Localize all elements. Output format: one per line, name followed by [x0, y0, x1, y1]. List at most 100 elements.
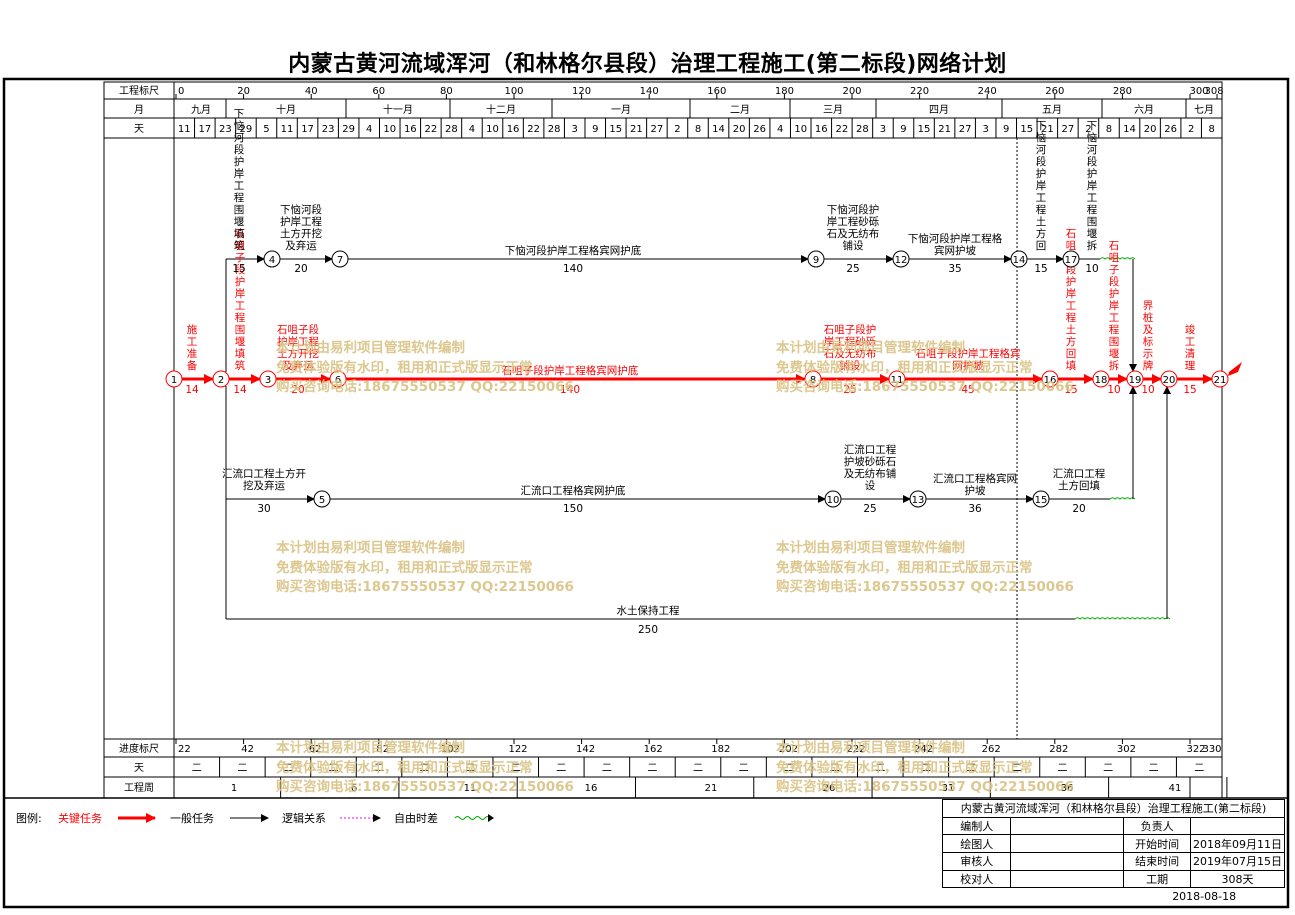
scale-tick: 280: [1113, 86, 1132, 97]
day-label: 8: [1209, 124, 1215, 135]
row-label-scale: 工程标尺: [119, 85, 159, 97]
activity-name-char: 咀: [1066, 240, 1077, 252]
activity-name-char: 咀: [235, 240, 246, 252]
day-label: 4: [469, 124, 475, 135]
activity-name-char: 程: [1109, 324, 1120, 336]
activity-duration: 20: [1072, 503, 1085, 515]
event-node: [331, 250, 349, 268]
progress-tick: 302: [1117, 744, 1136, 755]
day-label: 4: [366, 124, 372, 135]
day2-mark: 二: [1194, 763, 1204, 774]
activity-name: 铺设: [840, 359, 861, 372]
month-label: 七月: [1194, 104, 1214, 116]
day-label: 29: [342, 124, 355, 135]
info-duration-value: 308天: [1190, 869, 1285, 889]
day-label: 27: [959, 124, 972, 135]
day-label: 26: [1164, 124, 1177, 135]
day-label: 29: [240, 124, 253, 135]
day2-mark: 二: [966, 763, 976, 774]
activity-name-char: 工: [187, 336, 198, 348]
progress-tick: 102: [441, 744, 460, 755]
day2-mark: 二: [465, 763, 475, 774]
event-node: [1062, 250, 1080, 268]
activity-duration: 15: [1064, 384, 1077, 396]
chart-frame: [103, 81, 1223, 799]
event-node-number: 5: [319, 495, 325, 506]
day-label: 28: [445, 124, 458, 135]
event-node: [1010, 250, 1028, 268]
activity-name-char: 示: [1143, 348, 1154, 360]
event-node: [804, 370, 822, 388]
event-node-number: 1: [171, 375, 177, 386]
progress-tick: 162: [644, 744, 663, 755]
row-label-month: 月: [134, 104, 144, 116]
day-label: 9: [1003, 124, 1009, 135]
day-label: 22: [527, 124, 540, 135]
activity-name: 石咀子段护: [824, 323, 877, 336]
free-float-wave: [1074, 617, 1171, 620]
activity-name-char: 河: [234, 132, 245, 144]
day2-mark: 二: [511, 763, 521, 774]
event-node: [1092, 370, 1110, 388]
activity-name: 护坡砂砾石: [844, 455, 897, 468]
info-end-value: 2019年07月15日: [1190, 851, 1285, 871]
activity-name: 汇流口工程: [844, 443, 897, 456]
progress-tick: 202: [779, 744, 798, 755]
progress-tick: 82: [376, 744, 389, 755]
legend-float-label: 自由时差: [394, 812, 438, 825]
activity-name: 网护坡: [952, 359, 984, 372]
activity-name-char: 堰: [235, 336, 246, 348]
event-node: [259, 370, 277, 388]
event-node-number: 8: [810, 375, 816, 386]
activity-duration: 14: [233, 384, 247, 396]
page-title: 内蒙古黄河流域浑河（和林格尔县段）治理工程施工(第二标段)网络计划: [288, 52, 1007, 77]
activity-name-char: 填: [235, 347, 246, 360]
event-node: [1032, 490, 1050, 508]
day2-mark: 二: [283, 763, 293, 774]
activity-name: 下恼河段护岸工程格宾网护底: [505, 244, 642, 257]
activity-duration: 45: [961, 384, 974, 396]
event-node: [1041, 370, 1059, 388]
activity-name-char: 段: [235, 263, 246, 276]
day-label: 14: [1123, 124, 1136, 135]
activity-name-char: 石: [235, 228, 246, 240]
activity-duration: 25: [863, 503, 876, 515]
day-label: 2: [674, 124, 680, 135]
progress-tick: 222: [846, 744, 865, 755]
day-label: 23: [219, 124, 232, 135]
day2-mark: 二: [1012, 763, 1022, 774]
activity-name-char: 程: [234, 192, 245, 204]
event-node-number: 6: [335, 375, 341, 386]
week-label: 26: [823, 783, 836, 794]
event-node: [909, 490, 927, 508]
activity-name-char: 回: [1036, 240, 1047, 252]
day-label: 15: [609, 124, 622, 135]
event-node: [1126, 370, 1144, 388]
day-label: 28: [548, 124, 561, 135]
activity-name-char: 理: [1185, 360, 1196, 372]
event-node: [263, 250, 281, 268]
activity-name-char: 段: [1066, 263, 1077, 276]
week-label: 31: [942, 783, 955, 794]
event-node-number: 19: [1129, 375, 1142, 386]
day-label: 2: [1188, 124, 1194, 135]
activity-name-char: 岸: [235, 288, 246, 300]
scale-tick: 20: [237, 86, 250, 97]
event-node: [1160, 370, 1178, 388]
activity-name-char: 围: [1087, 216, 1098, 228]
day2-mark: 二: [420, 763, 430, 774]
watermark: 本计划由易利项目管理软件编制免费体验版有水印，租用和正式版显示正常购买咨询电话:…: [776, 740, 1074, 795]
scale-tick: 120: [572, 86, 591, 97]
activity-name: 土方回填: [1058, 479, 1100, 492]
info-owner-label: 负责人: [1123, 816, 1191, 836]
activity-duration: 140: [563, 263, 583, 275]
month-label: 一月: [611, 104, 631, 116]
activity-name: 汇流口工程格宾网: [933, 472, 1017, 485]
activity-name-char: 护: [1066, 275, 1077, 288]
activity-duration: 15: [232, 263, 245, 275]
activity-name-char: 方: [1036, 227, 1047, 240]
activity-name-char: 护: [235, 275, 246, 288]
scale-tick: 260: [1045, 86, 1064, 97]
activity-name-char: 恼: [234, 120, 245, 132]
activity-name-char: 围: [1109, 336, 1120, 348]
